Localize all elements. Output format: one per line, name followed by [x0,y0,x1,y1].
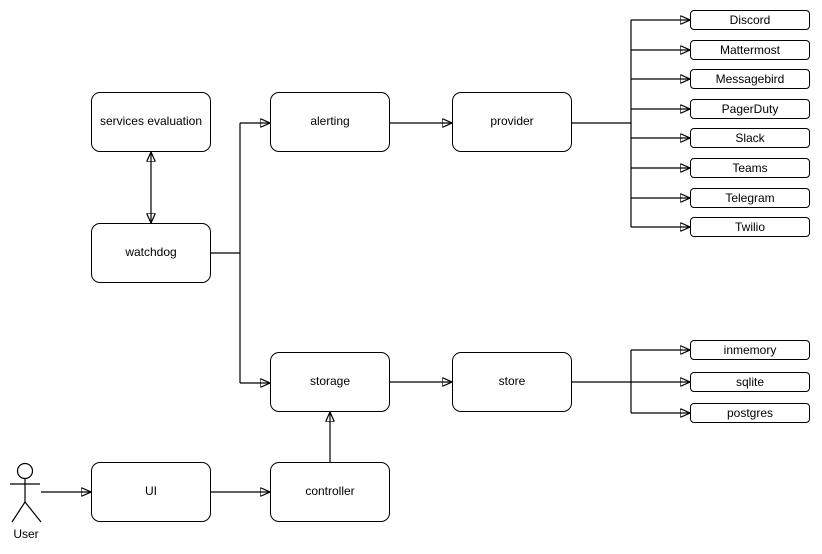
edge-store-trunk [572,350,632,413]
node-provider-pagerduty: PagerDuty [690,99,810,119]
edge-provider-trunk [572,20,632,227]
node-provider-twilio: Twilio [690,217,810,237]
node-watchdog: watchdog [91,223,211,283]
user-actor-label: User [13,527,39,541]
node-provider-slack: Slack [690,128,810,148]
node-provider-discord: Discord [690,10,810,30]
node-store-inmemory: inmemory [690,340,810,360]
node-provider: provider [452,92,572,152]
edge-watchdog-trunk [211,123,241,383]
node-controller: controller [270,462,390,522]
node-storage: storage [270,352,390,412]
node-provider-teams: Teams [690,158,810,178]
node-store-postgres: postgres [690,403,810,423]
node-store: store [452,352,572,412]
node-store-sqlite: sqlite [690,372,810,392]
user-actor-icon [10,462,42,523]
node-ui: UI [91,462,211,522]
node-services-evaluation: services evaluation [91,92,211,152]
node-alerting: alerting [270,92,390,152]
node-provider-messagebird: Messagebird [690,69,810,89]
node-provider-telegram: Telegram [690,188,810,208]
node-provider-mattermost: Mattermost [690,40,810,60]
